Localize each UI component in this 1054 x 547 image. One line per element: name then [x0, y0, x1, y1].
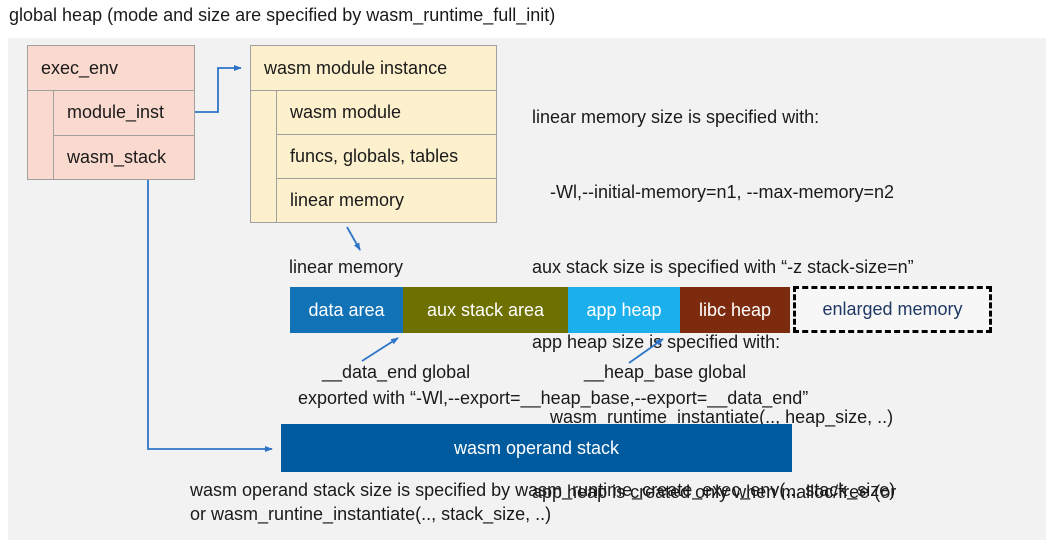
data-end-global-label: __data_end global	[322, 362, 471, 382]
enlarged-memory-box: enlarged memory	[793, 286, 992, 333]
exec-env-indent	[28, 91, 54, 179]
segment-data-area: data area	[290, 287, 403, 333]
note-line: app heap is created only when malloc/fre…	[532, 482, 897, 502]
exported-with-label: exported with “-Wl,--export=__heap_base,…	[298, 388, 809, 408]
note-line: wasm operand stack size is specified by …	[190, 480, 896, 500]
linear-memory-label: linear memory	[289, 257, 404, 277]
note-line: wasm_runtime_instantiate(.., heap_size, …	[550, 407, 894, 427]
exec-env-body: module_inst wasm_stack	[28, 91, 194, 179]
module-instance-row-linear-memory: linear memory	[290, 190, 405, 210]
enlarged-memory-label: enlarged memory	[822, 299, 963, 319]
module-instance-header: wasm module instance	[251, 46, 496, 91]
module-instance-box: wasm module instance wasm module funcs, …	[250, 45, 497, 223]
segment-libc-heap: libc heap	[680, 287, 790, 333]
exec-env-box: exec_env module_inst wasm_stack	[27, 45, 195, 180]
module-instance-row-funcs-globals-tables: funcs, globals, tables	[277, 135, 496, 179]
wasm-operand-stack-bar: wasm operand stack	[281, 424, 792, 472]
segment-aux-stack-area: aux stack area	[403, 287, 568, 333]
notes-top: linear memory size is specified with: -W…	[532, 55, 914, 547]
note-line: app heap size is specified with:	[532, 332, 781, 352]
note-line: or wasm_runtine_instantiate(.., stack_si…	[190, 504, 552, 524]
notes-bottom: wasm operand stack size is specified by …	[190, 478, 895, 526]
heap-base-global-label: __heap_base global	[584, 362, 747, 382]
segment-app-heap: app heap	[568, 287, 680, 333]
note-line: -Wl,--initial-memory=n1, --max-memory=n2	[550, 182, 895, 202]
note-line: aux stack size is specified with “-z sta…	[532, 257, 914, 277]
module-instance-indent	[251, 91, 277, 222]
diagram-title: global heap (mode and size are specified…	[9, 5, 556, 25]
exec-env-header: exec_env	[28, 46, 194, 91]
linear-memory-bar: data area aux stack area app heap libc h…	[290, 287, 790, 333]
exec-env-row-wasm-stack: wasm_stack	[67, 146, 167, 167]
module-instance-row-wasm-module: wasm module	[277, 91, 496, 135]
module-instance-body: wasm module funcs, globals, tables linea…	[251, 91, 496, 222]
exec-env-row-module-inst: module_inst	[54, 91, 194, 136]
note-line: linear memory size is specified with:	[532, 107, 820, 127]
